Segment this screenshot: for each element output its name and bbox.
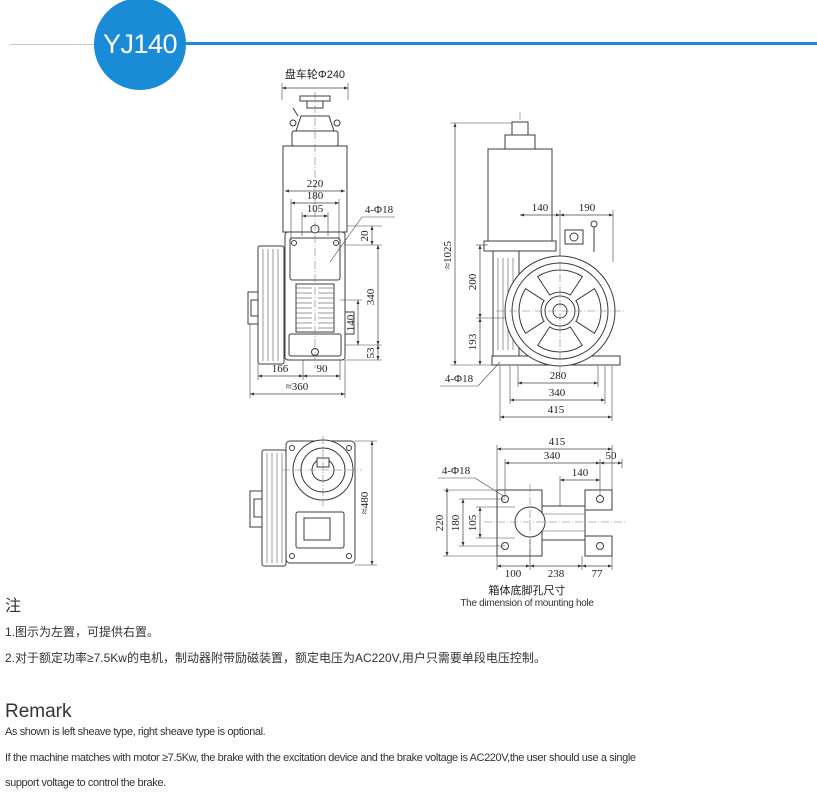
gear-cover — [295, 511, 345, 549]
remark-title: Remark — [5, 701, 72, 722]
dimension-label: 166 — [272, 363, 289, 375]
dimension-label: 200 — [467, 273, 479, 290]
sheave-hub — [250, 299, 259, 317]
dimension-label: 340 — [544, 450, 561, 462]
housing-bolt — [346, 445, 352, 451]
sheave-window — [537, 269, 583, 296]
handwheel-label: 盘车轮Φ240 — [285, 67, 345, 81]
sheave-hub — [253, 498, 263, 518]
brake-cap — [511, 121, 529, 136]
top-view: ≈480 — [249, 436, 371, 567]
traction-sheave — [261, 449, 287, 567]
dimension-label: 190 — [579, 202, 596, 214]
dimension-label: 105 — [307, 203, 324, 215]
dimension-label: 140 — [572, 467, 589, 479]
side-view: ≈1025 140 190 200 193 4-Φ18 280 340 415 — [442, 112, 626, 416]
inspection-window — [303, 517, 331, 541]
header-divider-right — [186, 42, 817, 45]
mount-hole-label: 4-Φ18 — [365, 204, 394, 216]
dimension-label: 238 — [548, 568, 565, 580]
model-badge: YJ140 — [94, 0, 186, 90]
dimension-label: 180 — [450, 514, 462, 531]
excitation-device — [564, 229, 584, 245]
dimension-label: 340 — [549, 387, 566, 399]
dimension-label: ≈480 — [359, 491, 371, 514]
mounting-caption-cn: 箱体底脚孔尺寸 — [489, 583, 566, 597]
motor-flange — [483, 240, 557, 252]
mount-hole-label: 4-Φ18 — [445, 373, 474, 385]
sheave-window — [537, 326, 583, 353]
dimension-label: ≈360 — [286, 381, 309, 393]
dimension-label: 180 — [307, 190, 324, 202]
brake-body — [504, 134, 536, 150]
note-item: 1.图示为左置，可提供右置。 — [5, 625, 160, 639]
dimension-label: 77 — [592, 568, 604, 580]
mounting-view: 415 340 50 140 4-Φ18 220 180 105 100 238… — [434, 436, 626, 609]
remark-line: support voltage to control the brake. — [5, 777, 166, 789]
mount-hole-label: 4-Φ18 — [442, 465, 471, 477]
center-band — [541, 505, 586, 541]
extension-line — [477, 361, 501, 387]
brake-release-lever — [292, 107, 299, 117]
traction-sheave — [247, 245, 285, 365]
dimension-label: 220 — [434, 514, 446, 531]
dimension-label: 50 — [606, 450, 618, 462]
sheave-flange — [247, 291, 259, 325]
model-name: YJ140 — [102, 28, 178, 59]
brake-lever — [344, 311, 355, 335]
dimension-label: 105 — [467, 514, 479, 531]
dimension-label: 20 — [359, 230, 371, 242]
sheave-flange — [249, 490, 263, 528]
sheave-rim — [257, 245, 285, 365]
extension-line — [474, 477, 506, 498]
brake-unit — [289, 107, 341, 147]
dimension-label: 140 — [532, 202, 549, 214]
dimension-label: ≈1025 — [442, 240, 454, 269]
dimension-label: 100 — [505, 568, 522, 580]
dimension-label: 90 — [317, 363, 329, 375]
foot-right-top — [584, 489, 613, 511]
dimension-label: 280 — [550, 370, 567, 382]
mounting-caption-en: The dimension of mounting hole — [460, 598, 594, 609]
sheave-window — [575, 288, 602, 334]
notes-title: 注 — [5, 598, 22, 615]
dimension-label: 415 — [548, 404, 565, 416]
cover-bolt — [333, 240, 339, 246]
dimension-label: 53 — [365, 347, 377, 359]
housing-bolt — [346, 553, 352, 559]
remark-line: If the machine matches with motor ≥7.5Kw… — [5, 752, 636, 764]
housing-bolt — [289, 445, 295, 451]
motor-housing — [487, 148, 553, 242]
mounting-hole — [596, 495, 604, 503]
cover-bolt — [291, 240, 297, 246]
brake-bolt — [289, 119, 297, 127]
lever-knob — [590, 220, 598, 228]
cooling-fins — [296, 287, 334, 329]
front-view: 盘车轮Φ240 220 180 105 4-Φ18 20 340 140 53 … — [247, 67, 394, 393]
terminal-cap — [569, 232, 579, 242]
dimension-label: 340 — [365, 288, 377, 305]
extension-line — [329, 216, 363, 263]
dimension-label: 140 — [345, 314, 357, 331]
foot-right-bottom — [584, 535, 613, 557]
housing-bolt — [289, 553, 295, 559]
dimension-label: 220 — [307, 178, 324, 190]
mounting-hole — [596, 542, 604, 550]
dimension-lines — [249, 83, 623, 570]
dimension-label: 193 — [467, 333, 479, 350]
sheave-window — [518, 288, 545, 334]
note-item: 2.对于额定功率≥7.5Kw的电机，制动器附带励磁装置，额定电压为AC220V,… — [5, 651, 546, 665]
dimension-label: 415 — [549, 436, 566, 448]
header-divider-left — [10, 44, 96, 45]
remark-line: As shown is left sheave type, right shea… — [5, 726, 266, 738]
brake-bolt — [333, 119, 341, 127]
